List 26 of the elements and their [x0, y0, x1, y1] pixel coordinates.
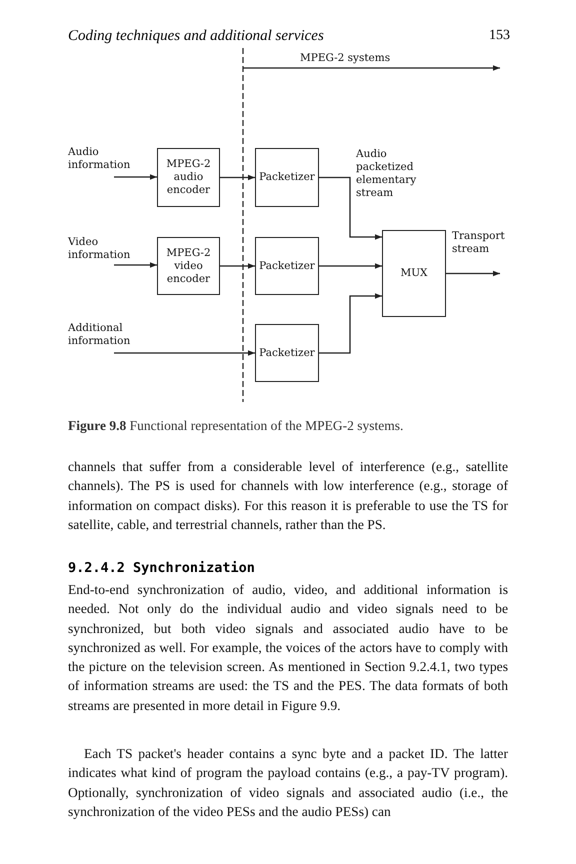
input-label: Additional information	[68, 322, 150, 352]
packetizer-box: Packetizer	[255, 237, 319, 295]
arrow	[114, 174, 157, 180]
arrow	[319, 176, 382, 240]
section-heading: 9.2.4.2 Synchronization	[68, 560, 255, 576]
arrow	[319, 293, 382, 354]
encoder-box: MPEG-2 audio encoder	[157, 148, 220, 207]
arrow	[319, 263, 382, 269]
packetizer-box: Packetizer	[255, 148, 319, 207]
arrow	[114, 262, 157, 268]
page-number: 153	[488, 28, 510, 44]
input-label: Audio information	[68, 146, 150, 176]
arrow	[220, 174, 255, 180]
packetizer-box: Packetizer	[255, 324, 319, 382]
multiplexer-box: MUX	[382, 230, 446, 317]
encoder-box: MPEG-2 video encoder	[157, 237, 220, 295]
input-label: Video information	[68, 236, 150, 264]
arrow	[220, 263, 255, 269]
arrow	[446, 270, 500, 276]
running-header: Coding techniques and additional services	[68, 28, 324, 45]
diagram-label: MPEG-2 systems	[300, 52, 390, 65]
paragraph: Each TS packet's header contains a sync byte and a packet ID. The latter indicates what kind of program the payload contains (e.g., a pay-TV program). Optionally, synchronization of video signals and associated audio (i.e., the synchronization of the video PESs and the audio PESs) can	[68, 745, 508, 821]
paragraph: End-to-end synchronization of audio, video, and additional information is needed. Not only do the individual audio and video signals need to be synchronized, but both video signals and associated audio have to be synchronized as well. For example, the voices of the actors have to comply with the picture on the television screen. As mentioned in Section 9.2.4.1, two types of information streams are used: the TS and the PES. The data formats of both streams are presented in more detail in Figure 9.9.	[68, 581, 508, 715]
arrow	[114, 350, 255, 356]
figure-caption: Figure 9.8 Functional representation of the MPEG-2 systems.	[68, 418, 404, 434]
paragraph: channels that suffer from a considerable level of interference (e.g., satellite channels). The PS is used for channels with low interference (e.g., storage of information on compact disks). For this reason it is preferable to use the TS for satellite, cable, and terrestrial channels, rather than the PS.	[68, 458, 508, 534]
